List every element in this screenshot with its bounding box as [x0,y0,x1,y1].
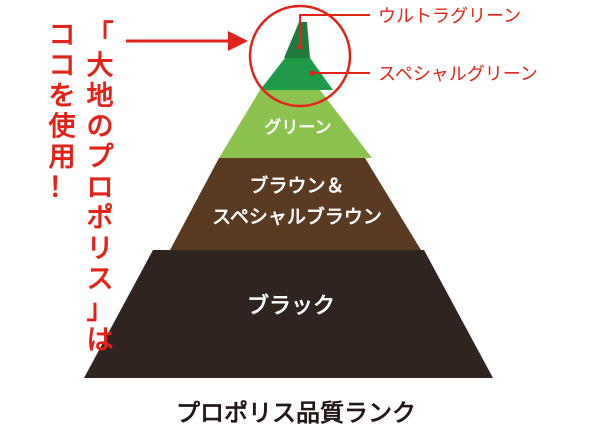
callout-col1-char: プ [87,142,115,173]
callout-col1-char: リ [87,234,114,265]
callout-col1-char: の [87,112,114,143]
tier-black-label: ブラック [247,293,335,319]
highlight-circle [248,4,352,108]
tier-brown [170,158,421,250]
callout-col1-char: 大 [87,51,114,82]
callout-col1-char: 地 [87,81,114,112]
ultra-green-leader [299,14,370,47]
callout-col1-char: ポ [87,203,114,234]
callout-col1-char: ロ [87,173,114,204]
annotation-special-green: スペシャルグリーン [378,64,538,85]
callout-arrow-head [228,31,248,51]
tier-ultra-green-apex [284,22,308,58]
tier-brown-label-line2: スペシャルブラウン [212,205,382,228]
tier-green [219,90,372,158]
special-green-leader-dot [309,70,315,76]
callout-col2-char: 用 [49,142,76,173]
callout-col2-char: コ [49,20,76,51]
tier-brown-label-line1: ブラウン＆ [249,174,344,197]
annotation-ultra-green: ウルトラグリーン [378,6,521,27]
callout-col2-char: ！ [49,173,76,204]
callout-col2-char: を [49,81,76,112]
tier-special-green [260,58,333,90]
tier-black [84,250,493,378]
callout-col1-char: 」 [87,295,114,326]
callout-col2-char: コ [49,51,76,82]
callout-col1-char: は [87,325,114,356]
callout-col1-char: ス [87,264,114,295]
tier-green-label: グリーン [264,117,331,138]
callout-col1-char: 「 [87,19,114,51]
ultra-green-leader-dot [297,44,303,50]
callout-col2-char: 使 [48,112,77,143]
diagram-caption: プロポリス品質ランク [176,399,416,427]
